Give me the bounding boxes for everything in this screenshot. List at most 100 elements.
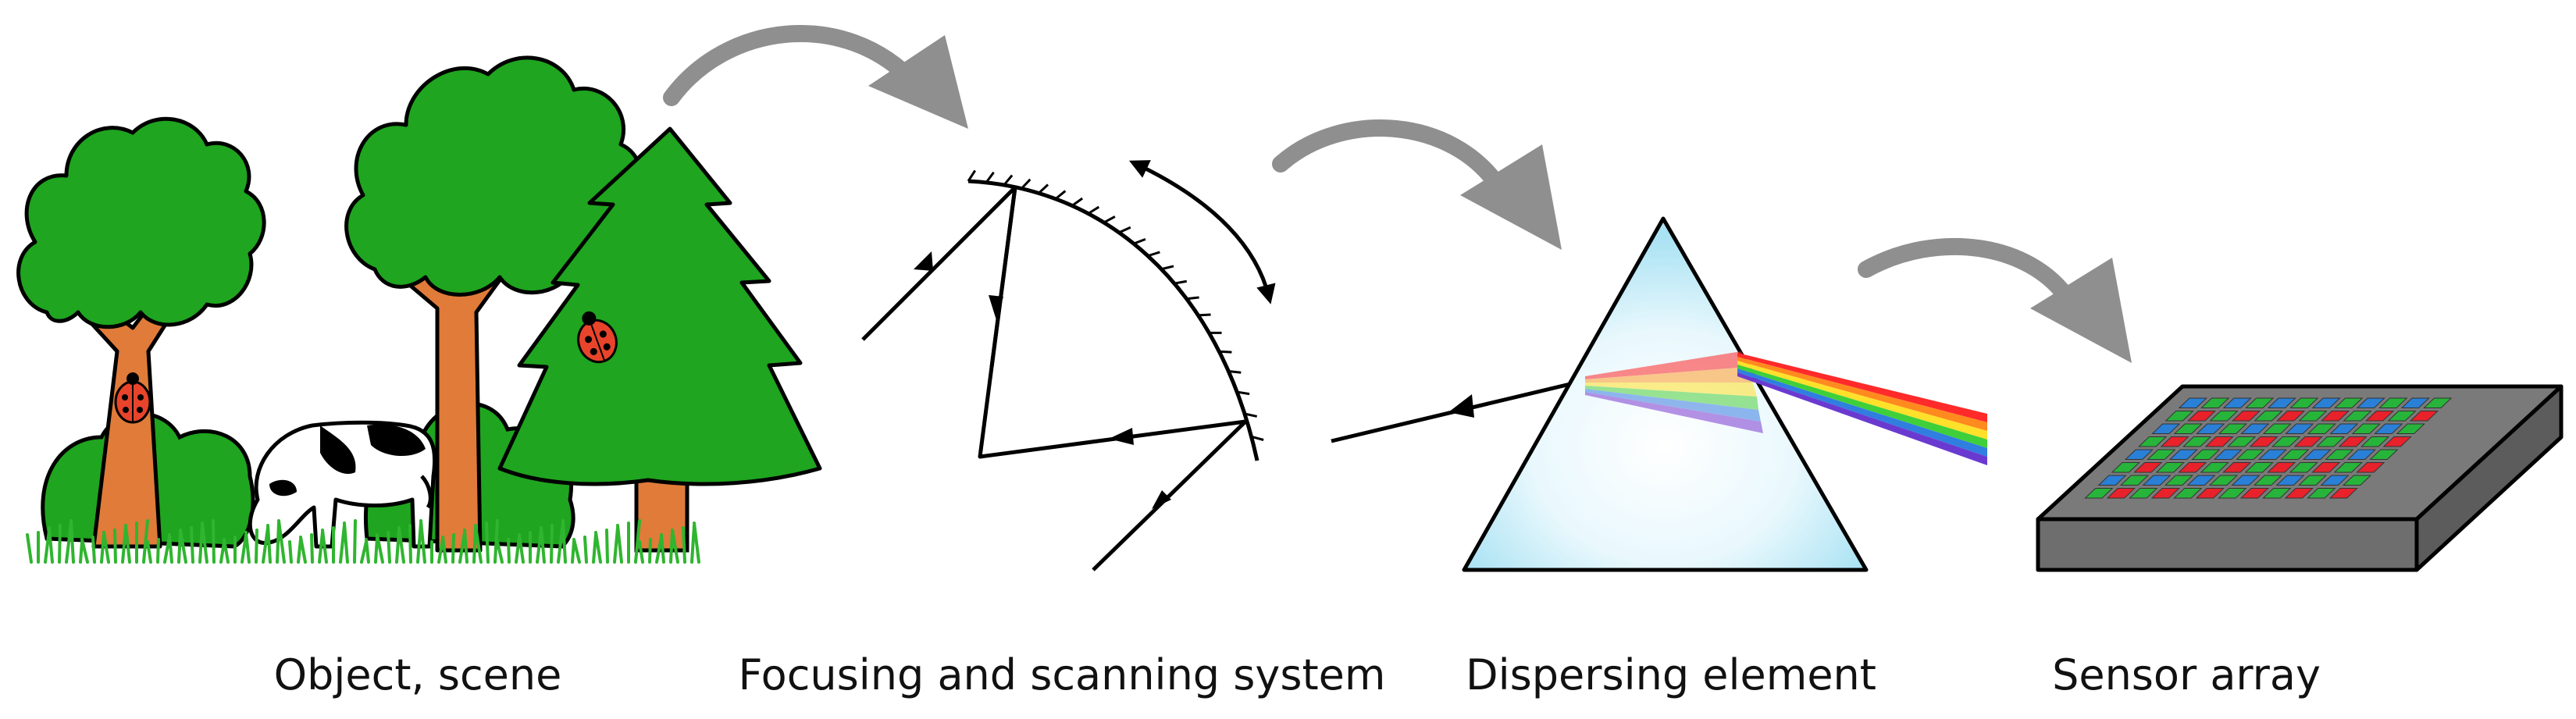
flow-arrow [1858, 237, 2078, 309]
sensor-pixel [2284, 487, 2314, 499]
sensor-pixel [2298, 410, 2328, 422]
scan-direction-arrow [1128, 160, 1276, 304]
flow-arrow [663, 25, 922, 106]
mirror-hatch-mark [1103, 215, 1116, 224]
sensor-pixel [2374, 423, 2403, 435]
sensor-pixel [2329, 423, 2359, 435]
sensor-pixel [2351, 423, 2381, 435]
sensor-pixel [2369, 449, 2399, 461]
sensor-pixel [2289, 461, 2318, 473]
dispersing-element [1331, 216, 1987, 572]
sensor-pixel [2356, 397, 2385, 409]
sensor-pixel [2155, 461, 2185, 473]
sensor-pixel [2195, 487, 2225, 499]
flow-arrow-head [868, 35, 968, 129]
mirror-hatch-mark [1219, 350, 1232, 354]
sensor-pixel [2320, 475, 2350, 486]
sensor-pixel [2200, 397, 2230, 409]
sensor-array [2036, 384, 2564, 572]
sensor-pixel [2325, 449, 2354, 461]
sensor-pixel [2222, 397, 2252, 409]
sensor-pixel [2307, 423, 2336, 435]
spectrum-band [1737, 372, 1987, 465]
sensor-pixel [2213, 449, 2243, 461]
sensor-pixel [2253, 475, 2283, 486]
sensor-pixel [2173, 487, 2203, 499]
sensor-pixel [2245, 397, 2275, 409]
sensor-pixel [2275, 475, 2305, 486]
sensor-pixel [2196, 423, 2225, 435]
sensor-pixel [2106, 487, 2136, 499]
sensor-pixel [2271, 436, 2301, 447]
mirror-hatch-mark [1054, 190, 1067, 200]
sensor-pixel [2227, 436, 2257, 447]
sensor-pixel [2311, 461, 2341, 473]
sensor-pixel [2378, 397, 2408, 409]
sensor-pixel [2164, 475, 2194, 486]
sensor-pixel [2204, 436, 2234, 447]
sensor-pixel [2249, 436, 2278, 447]
caption-sensor-array: Sensor array [2052, 650, 2321, 699]
sensor-pixel [2423, 397, 2453, 409]
mirror-hatch-mark [1118, 226, 1131, 234]
sensor-pixel [2097, 475, 2127, 486]
sensor-pixel [2240, 423, 2270, 435]
mirror-hatch-mark [1174, 279, 1188, 285]
spectrum-band [1737, 357, 1987, 431]
spectrum-band [1737, 365, 1987, 448]
sensor-pixel [2409, 410, 2439, 422]
sensor-pixel [2267, 461, 2296, 473]
sensor-pixel [2231, 475, 2261, 486]
sensor-pixel [2311, 397, 2341, 409]
sensor-pixel [2280, 449, 2310, 461]
ray-arrowheads [914, 251, 1171, 509]
mirror-hatch-mark [1228, 369, 1242, 374]
sensor-pixel [2275, 410, 2306, 422]
caption-object-scene: Object, scene [273, 650, 562, 699]
sensor-pixel [2218, 487, 2247, 499]
mirror-hatch-mark [1133, 237, 1146, 245]
beam-arrowhead [1448, 394, 1474, 418]
light-ray [861, 185, 1248, 571]
sensor-pixel [2124, 449, 2154, 461]
sensor-pixel [2293, 436, 2323, 447]
sensor-pixel [2334, 397, 2364, 409]
sensor-pixel [2382, 436, 2412, 447]
sensor-pixel [2236, 449, 2265, 461]
sensor-pixel [2186, 475, 2216, 486]
sensor-pixel [2119, 475, 2150, 486]
flow-arrow [1272, 119, 1508, 196]
object-scene [16, 55, 822, 564]
mirror-hatch-mark [1236, 390, 1250, 396]
sensor-pixel [2138, 436, 2168, 447]
sensor-pixel [2342, 475, 2372, 486]
sensor-pixel [2200, 461, 2229, 473]
mirror-hatch-mark [1244, 412, 1258, 418]
sensor-pixel [2400, 397, 2430, 409]
sensor-pixel [2316, 436, 2346, 447]
mirror-hatch-mark [1186, 296, 1199, 301]
mirror-hatch-mark [1021, 178, 1031, 190]
flow-arrow-head [1460, 144, 1562, 250]
sensor-pixel [2396, 423, 2425, 435]
caption-focusing-scanning: Focusing and scanning system [738, 650, 1386, 699]
mirror-hatch-mark [1087, 205, 1100, 215]
ladybug-icon [114, 372, 151, 424]
sensor-pixel [2173, 423, 2203, 435]
sensor-pixel [2160, 436, 2189, 447]
tree-icon [344, 55, 644, 553]
sensor-pixel [2218, 423, 2247, 435]
mirror-hatch-mark [1147, 251, 1160, 258]
mirror-hatch-mark [967, 169, 976, 182]
sensor-pixel [2289, 397, 2319, 409]
flow-arrow-head [2030, 258, 2132, 363]
sensor-pixel [2346, 449, 2377, 461]
focusing-scanning-system [861, 160, 1276, 571]
mirror-hatch-mark [1003, 174, 1014, 186]
sensor-pixel [2151, 423, 2181, 435]
sensor-pixel [2387, 410, 2417, 422]
pine-tree-icon [497, 126, 822, 553]
cow-icon [248, 420, 437, 549]
